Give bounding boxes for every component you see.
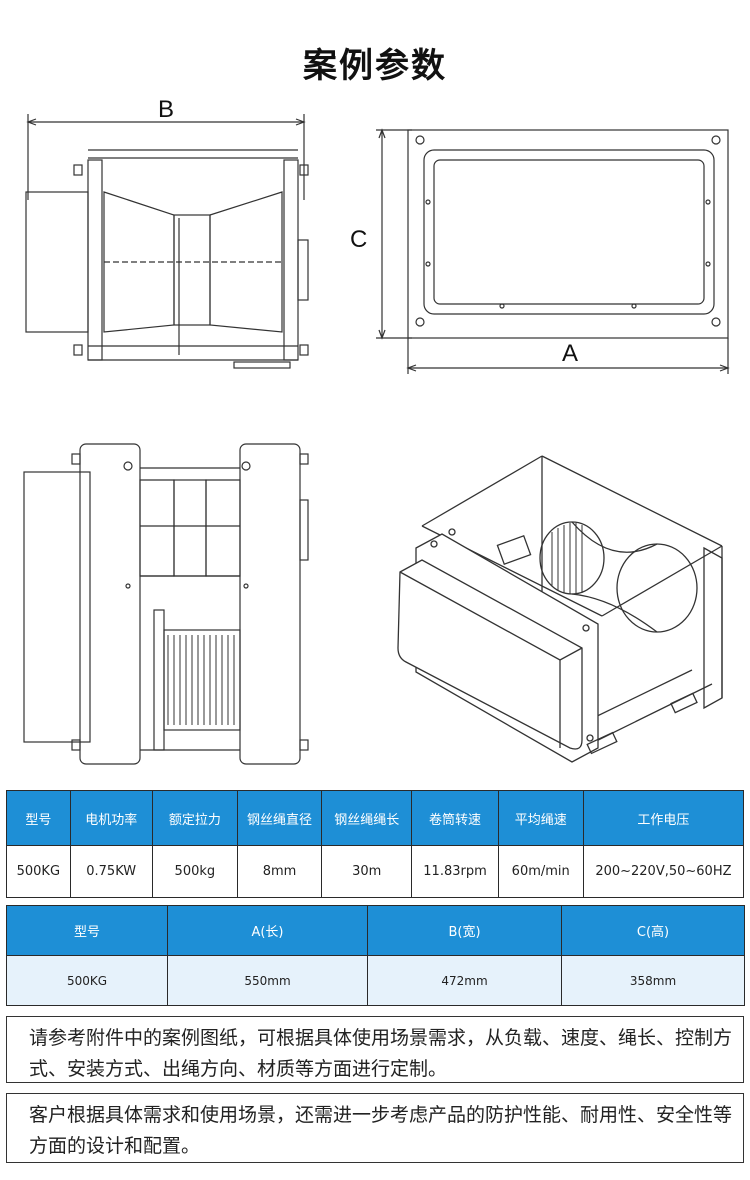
- spec-cell: 200~220V,50~60HZ: [582, 845, 745, 898]
- size-header-cell: B(宽): [367, 905, 562, 956]
- spec-header-cell: 钢丝绳直径: [236, 790, 323, 846]
- spec-cell: 8mm: [236, 845, 323, 898]
- customization-note: 请参考附件中的案例图纸，可根据具体使用场景需求，从负载、速度、绳长、控制方式、安…: [6, 1016, 744, 1083]
- dimension-c-label: C: [350, 226, 368, 253]
- spec-cell: 500kg: [151, 845, 238, 898]
- drawing-top-view: [14, 110, 314, 375]
- size-table-header-row: 型号 A(长) B(宽) C(高): [6, 905, 745, 956]
- spec-header-cell: 钢丝绳绳长: [321, 790, 413, 846]
- size-header-cell: 型号: [6, 905, 168, 956]
- spec-cell: 11.83rpm: [411, 845, 499, 898]
- dimension-a-label: A: [562, 340, 579, 367]
- spec-table: 型号 电机功率 额定拉力 钢丝绳直径 钢丝绳绳长 卷筒转速 平均绳速 工作电压 …: [6, 790, 745, 898]
- size-header-cell: C(高): [561, 905, 745, 956]
- spec-cell: 0.75KW: [69, 845, 153, 898]
- spec-header-cell: 工作电压: [582, 790, 745, 846]
- spec-header-cell: 平均绳速: [497, 790, 584, 846]
- dimension-b-label: B: [158, 96, 175, 123]
- drawing-isometric-view: [392, 448, 738, 778]
- spec-table-header-row: 型号 电机功率 额定拉力 钢丝绳直径 钢丝绳绳长 卷筒转速 平均绳速 工作电压: [6, 790, 745, 846]
- table-row: 500KG 0.75KW 500kg 8mm 30m 11.83rpm 60m/…: [6, 845, 745, 898]
- table-row: 500KG 550mm 472mm 358mm: [6, 955, 745, 1006]
- spec-header-cell: 型号: [6, 790, 71, 846]
- spec-cell: 60m/min: [497, 845, 584, 898]
- size-table: 型号 A(长) B(宽) C(高) 500KG 550mm 472mm 358m…: [6, 905, 745, 1006]
- page-title: 案例参数: [303, 46, 447, 86]
- size-cell: 472mm: [367, 955, 562, 1006]
- size-cell: 500KG: [6, 955, 168, 1006]
- drawing-side-view: [14, 440, 314, 770]
- spec-header-cell: 额定拉力: [151, 790, 238, 846]
- size-header-cell: A(长): [167, 905, 368, 956]
- size-cell: 358mm: [561, 955, 745, 1006]
- size-cell: 550mm: [167, 955, 368, 1006]
- spec-cell: 30m: [321, 845, 413, 898]
- spec-cell: 500KG: [6, 845, 71, 898]
- design-note: 客户根据具体需求和使用场景，还需进一步考虑产品的防护性能、耐用性、安全性等方面的…: [6, 1093, 744, 1163]
- spec-header-cell: 电机功率: [69, 790, 153, 846]
- drawing-front-view: [372, 124, 740, 376]
- spec-header-cell: 卷筒转速: [411, 790, 499, 846]
